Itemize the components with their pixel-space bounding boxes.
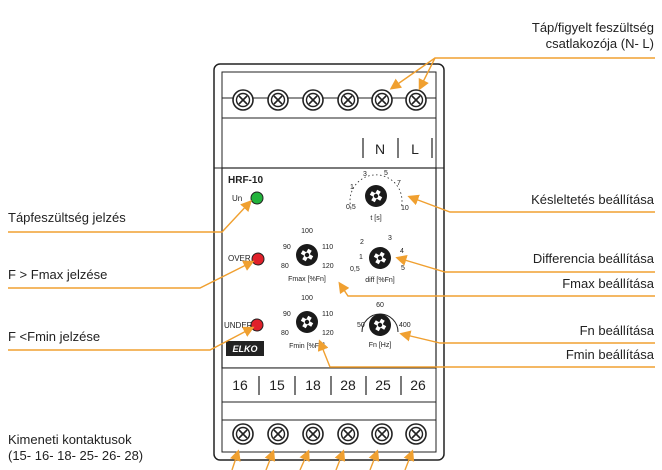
fmin-mark-90: 90 [283, 311, 291, 318]
fmax-setting-callout: Fmax beállítása [562, 276, 654, 291]
terminal-18-label: 18 [305, 377, 321, 393]
fmin-mark-100: 100 [301, 295, 313, 302]
delay-mark-7: 7 [397, 180, 401, 187]
un-led [250, 191, 264, 205]
delay-mark-1: 1 [350, 184, 354, 191]
bottom-terminal-labels: 16 15 18 28 25 26 [232, 376, 426, 395]
fmax-mark-120: 120 [322, 263, 334, 270]
diff-mark-05: 0,5 [350, 266, 360, 273]
diff-mark-5: 5 [401, 265, 405, 272]
terminal-l-label: L [411, 141, 419, 157]
fmax-mark-100: 100 [301, 228, 313, 235]
under-led [250, 318, 264, 332]
fn-mark-60: 60 [376, 302, 384, 309]
top-terminal-labels: N L [362, 138, 433, 158]
fmax-mark-80: 80 [281, 263, 289, 270]
fn-mark-400: 400 [399, 322, 411, 329]
output-contacts-callout: Kimeneti kontaktusok (15- 16- 18- 25- 26… [8, 432, 144, 463]
under-led-label: UNDER [224, 321, 253, 330]
brand-label: ELKO [232, 344, 257, 354]
fmin-mark-80: 80 [281, 330, 289, 337]
diff-mark-3: 3 [388, 235, 392, 242]
model-label: HRF-10 [228, 175, 263, 186]
terminal-15-label: 15 [269, 377, 285, 393]
over-led [251, 252, 265, 266]
delay-unit-label: t [s] [370, 215, 381, 222]
over-indicator-callout: F > Fmax jelzése [8, 267, 108, 282]
diff-mark-2: 2 [360, 239, 364, 246]
fmin-setting-callout: Fmin beállítása [565, 347, 654, 362]
fn-unit-label: Fn [Hz] [369, 342, 392, 349]
delay-mark-3: 3 [363, 171, 367, 178]
terminal-25-label: 25 [375, 377, 391, 393]
terminal-28-label: 28 [340, 377, 356, 393]
under-indicator-callout: F <Fmin jelzése [8, 329, 101, 344]
terminal-26-label: 26 [410, 377, 426, 393]
fmin-mark-120: 120 [322, 330, 334, 337]
delay-mark-5: 5 [384, 170, 388, 177]
diff-mark-4: 4 [400, 248, 404, 255]
fmax-mark-110: 110 [322, 244, 333, 251]
un-led-label: Un [232, 194, 242, 203]
fn-mark-50: 50 [357, 322, 365, 329]
fmax-knob[interactable]: 100 90 110 80 120 Fmax [%Fn] [281, 228, 334, 283]
difference-setting-callout: Differencia beállítása [532, 251, 654, 266]
over-led-label: OVER [228, 254, 251, 263]
fn-knob[interactable]: 60 50 400 Fn [Hz] [357, 302, 411, 349]
diff-unit-label: diff [%Fn] [365, 277, 394, 284]
fmax-mark-90: 90 [283, 244, 291, 251]
delay-knob[interactable]: 0,5 1 3 5 7 10 t [s] [346, 170, 409, 222]
callout-lines [8, 57, 655, 470]
diff-mark-1: 1 [359, 254, 363, 261]
delay-setting-callout: Késleltetés beállítása [531, 192, 654, 207]
fmin-mark-110: 110 [322, 311, 333, 318]
fn-setting-callout: Fn beállítása [579, 323, 654, 338]
fmin-knob[interactable]: 100 90 110 80 120 Fmin [%Fn] [281, 295, 334, 350]
terminal-16-label: 16 [232, 377, 248, 393]
delay-max-label: 10 [401, 205, 409, 212]
fmin-unit-label: Fmin [%Fn] [289, 343, 325, 350]
supply-indicator-callout: Tápfeszültség jelzés [8, 210, 126, 225]
delay-min-label: 0,5 [346, 204, 356, 211]
terminal-n-label: N [375, 141, 385, 157]
diff-knob[interactable]: 2 3 1 4 0,5 5 diff [%Fn] [350, 235, 405, 284]
brand-logo: ELKO [226, 341, 264, 356]
supply-connector-callout: Táp/figyelt feszültség csatlakozója (N- … [531, 20, 654, 51]
fmax-unit-label: Fmax [%Fn] [288, 276, 326, 283]
